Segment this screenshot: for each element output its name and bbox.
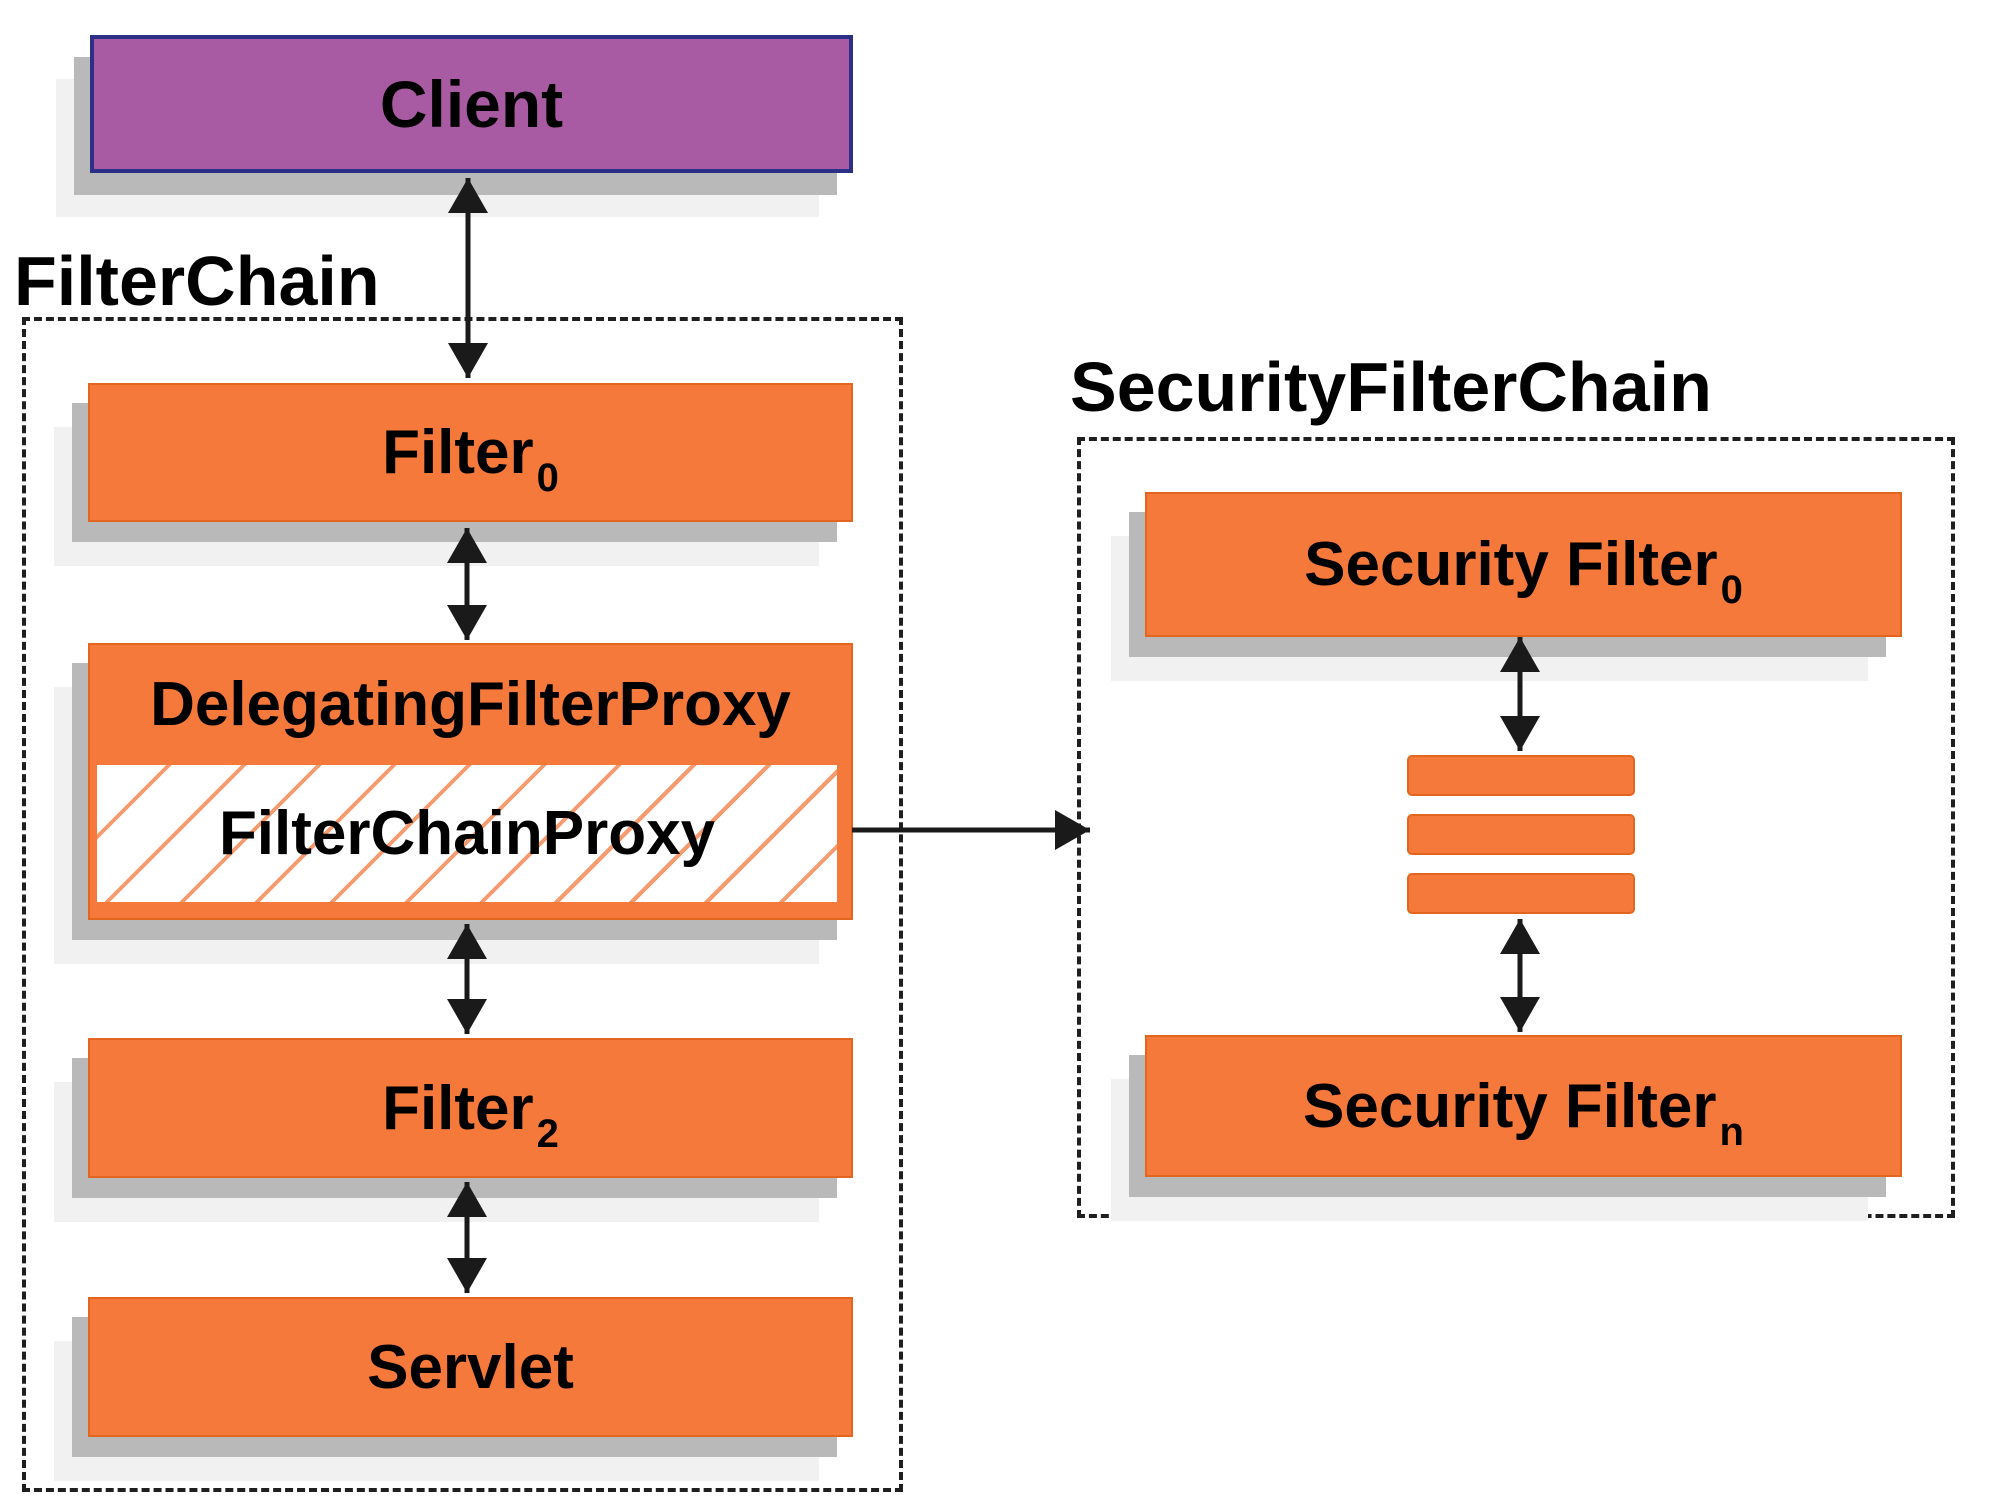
- securityfilterchain-title: SecurityFilterChain: [1070, 348, 1712, 426]
- delegating-filter-proxy-label: DelegatingFilterProxy: [150, 669, 791, 739]
- client-label: Client: [379, 67, 564, 141]
- delegating-filter-proxy-box: DelegatingFilterProxy FilterChainProxy: [88, 643, 853, 920]
- filter0-subscript: 0: [536, 456, 559, 500]
- servlet-box: Servlet: [88, 1297, 853, 1437]
- ellipsis-bar-1: [1407, 755, 1635, 796]
- filter-chain-proxy-label: FilterChainProxy: [218, 799, 716, 868]
- security-filtern-label: Security Filter: [1303, 1071, 1717, 1141]
- security-filter0-label: Security Filter: [1304, 530, 1718, 599]
- filter2-label: Filter: [382, 1073, 534, 1143]
- filter0-label: Filter: [382, 418, 534, 487]
- ellipsis-bar-3: [1407, 873, 1635, 914]
- servlet-label: Servlet: [367, 1332, 574, 1402]
- client-box: Client: [90, 35, 853, 173]
- filter2-subscript: 2: [536, 1111, 559, 1156]
- security-filtern-subscript: n: [1719, 1109, 1744, 1154]
- filterchain-title: FilterChain: [14, 242, 380, 320]
- ellipsis-bar-2: [1407, 814, 1635, 855]
- security-filter0-subscript: 0: [1720, 568, 1743, 612]
- filter-chain-proxy-box: FilterChainProxy: [97, 765, 837, 902]
